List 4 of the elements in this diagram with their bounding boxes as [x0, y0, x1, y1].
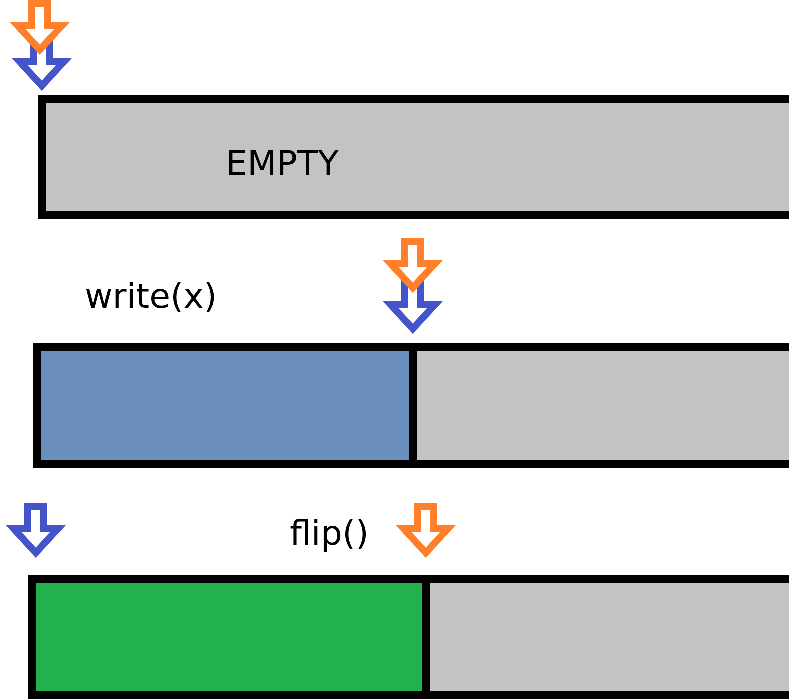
bar-label: EMPTY [226, 147, 339, 181]
buffer-bar [38, 95, 789, 219]
operation-label: write(x) [85, 280, 218, 314]
operation-label: flip() [290, 517, 369, 551]
